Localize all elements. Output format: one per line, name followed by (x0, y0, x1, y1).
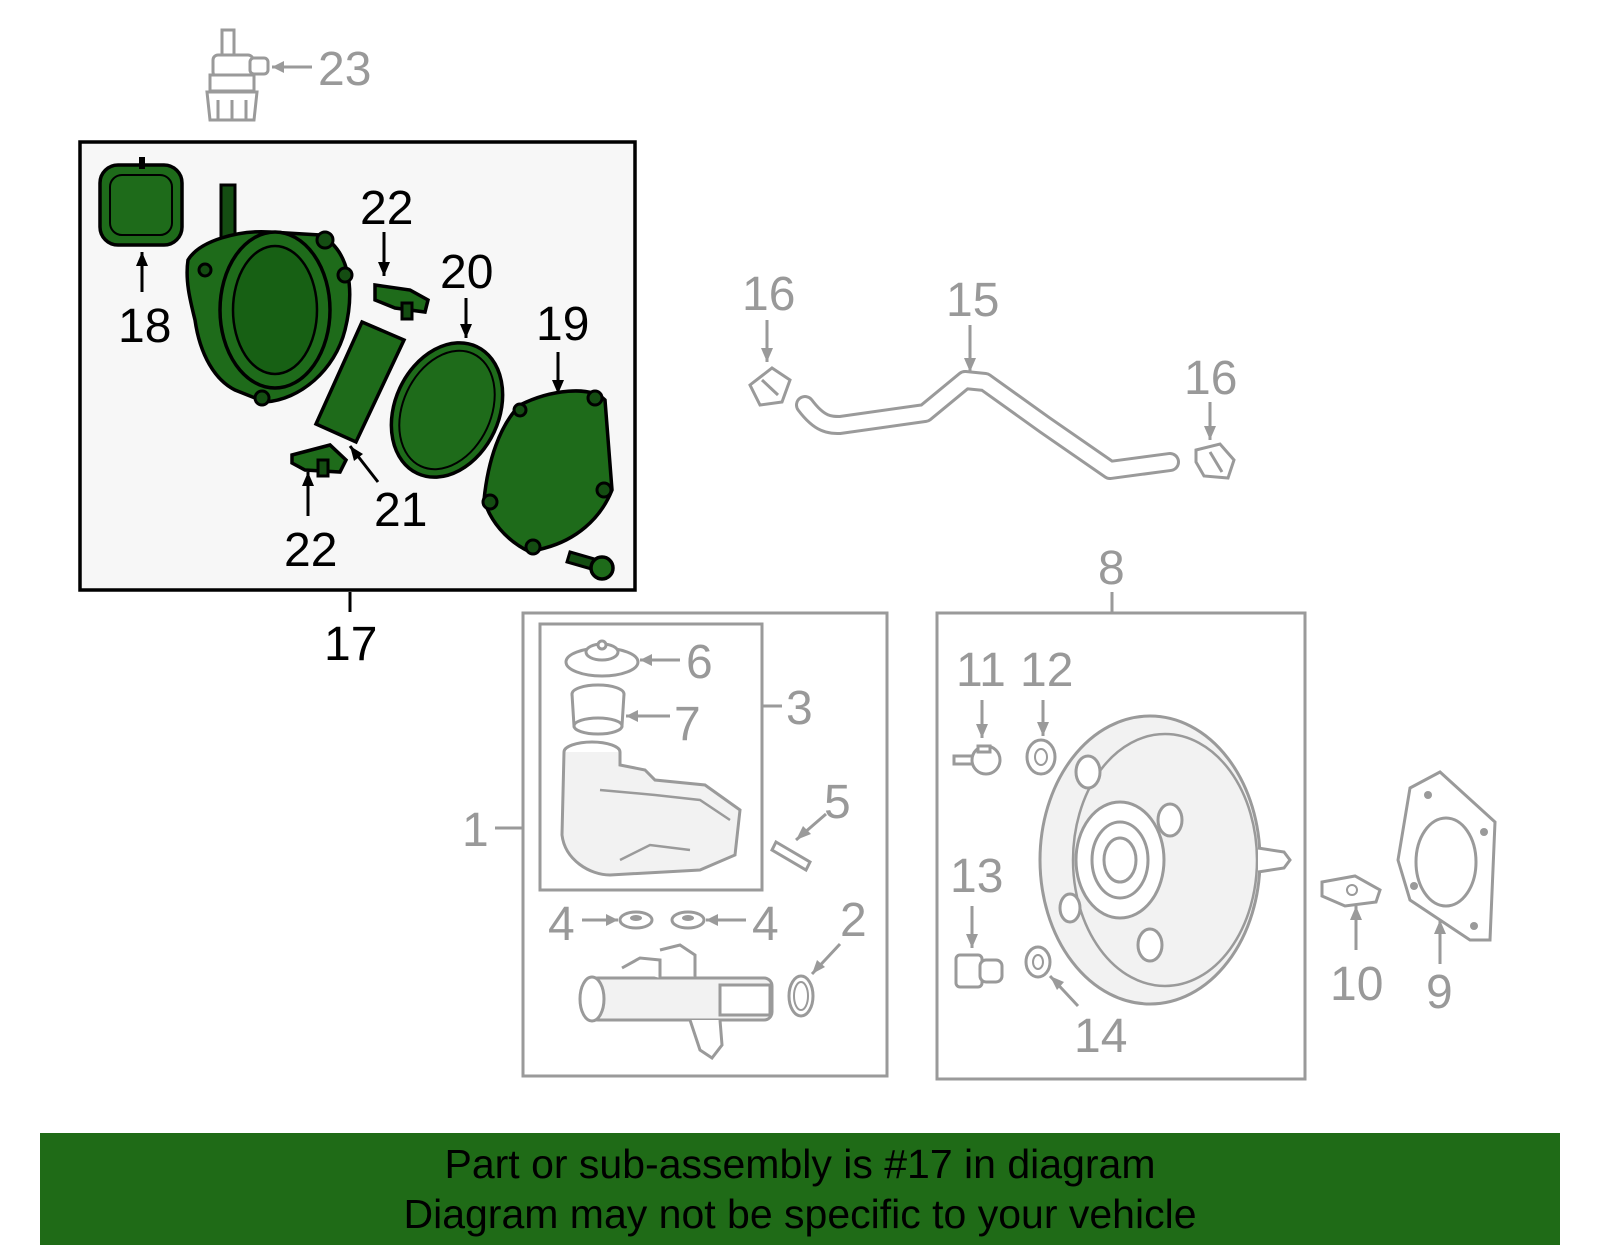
callout-23: 23 (318, 43, 371, 96)
part-22-upper-clip[interactable] (373, 282, 431, 321)
part-20-oring[interactable] (370, 325, 523, 496)
vacuum-pump-housing[interactable] (185, 183, 354, 407)
arrow-18 (136, 252, 148, 292)
part-19-cover[interactable] (481, 389, 614, 556)
part-22-lower-clip[interactable] (290, 443, 349, 478)
arrow-11 (976, 700, 988, 738)
arrow-2 (810, 942, 842, 976)
arrow-20 (460, 298, 472, 338)
part-14-grommet[interactable] (1024, 945, 1052, 979)
arrow-4-right (706, 914, 746, 926)
banner-line-1: Part or sub-assembly is #17 in diagram (444, 1141, 1156, 1187)
part-11-check-valve[interactable] (952, 744, 1002, 776)
arrow-6 (640, 654, 680, 666)
callout-22-upper: 22 (360, 182, 413, 235)
banner-line-2: Diagram may not be specific to your vehi… (403, 1191, 1197, 1237)
callout-13: 13 (950, 850, 1003, 903)
arrow-15 (964, 325, 976, 372)
callout-17: 17 (324, 618, 377, 671)
arrow-7 (626, 710, 670, 722)
part-21-plate[interactable] (313, 319, 407, 445)
part-13-sensor[interactable] (954, 953, 1004, 989)
callout-15: 15 (946, 274, 999, 327)
callout-8: 8 (1098, 542, 1125, 595)
callout-4-left: 4 (548, 898, 575, 951)
callout-4-right: 4 (752, 898, 779, 951)
arrow-12 (1037, 700, 1049, 736)
callout-14: 14 (1074, 1010, 1127, 1063)
part-16-clamp-right[interactable] (1194, 442, 1236, 480)
arrow-13 (966, 906, 978, 948)
callout-9: 9 (1426, 966, 1453, 1019)
part-5-pin[interactable] (770, 839, 812, 873)
arrow-14 (1048, 974, 1080, 1008)
bolt[interactable] (565, 550, 615, 581)
part-6-cap[interactable] (564, 639, 640, 678)
master-cylinder-body[interactable] (578, 943, 774, 1061)
callout-6: 6 (686, 636, 713, 689)
arrow-22-lower (302, 472, 314, 516)
callout-16-right: 16 (1184, 352, 1237, 405)
brake-booster[interactable] (1038, 714, 1292, 1006)
arrow-16-right (1204, 402, 1216, 440)
part-12-grommet[interactable] (1025, 738, 1057, 776)
part-3-reservoir[interactable] (560, 740, 742, 877)
callout-7: 7 (674, 698, 701, 751)
part-9-gasket[interactable] (1396, 770, 1497, 942)
part-15-hose[interactable] (795, 370, 1180, 480)
callout-10: 10 (1330, 958, 1383, 1011)
part-2-oring[interactable] (787, 974, 815, 1018)
part-10-bracket[interactable] (1320, 874, 1382, 908)
callout-11: 11 (956, 644, 1006, 697)
notice-banner: Part or sub-assembly is #17 in diagram D… (40, 1133, 1560, 1245)
callout-12: 12 (1020, 644, 1073, 697)
part-23-valve[interactable] (205, 28, 270, 122)
arrow-23 (272, 61, 312, 73)
arrow-9 (1434, 920, 1446, 964)
callout-3: 3 (786, 682, 813, 735)
arrow-5 (795, 812, 827, 842)
callout-20: 20 (440, 246, 493, 299)
callout-18: 18 (118, 300, 171, 353)
arrow-22-upper (378, 232, 390, 276)
arrow-21 (348, 445, 380, 483)
callout-21: 21 (374, 484, 427, 537)
callout-16-left: 16 (742, 268, 795, 321)
callout-1: 1 (462, 804, 489, 857)
part-16-clamp-left[interactable] (748, 366, 792, 407)
callout-5: 5 (824, 776, 851, 829)
part-7-strainer[interactable] (570, 683, 626, 736)
arrow-19 (552, 352, 564, 394)
callout-2: 2 (840, 894, 867, 947)
part-18-gasket[interactable] (98, 157, 184, 247)
callout-22-lower: 22 (284, 524, 337, 577)
arrow-16-left (761, 320, 773, 362)
part-4-grommet-left[interactable] (618, 910, 654, 930)
part-4-grommet-right[interactable] (670, 910, 706, 930)
arrow-4-left (582, 914, 618, 926)
callout-19: 19 (536, 298, 589, 351)
arrow-10 (1350, 906, 1362, 950)
